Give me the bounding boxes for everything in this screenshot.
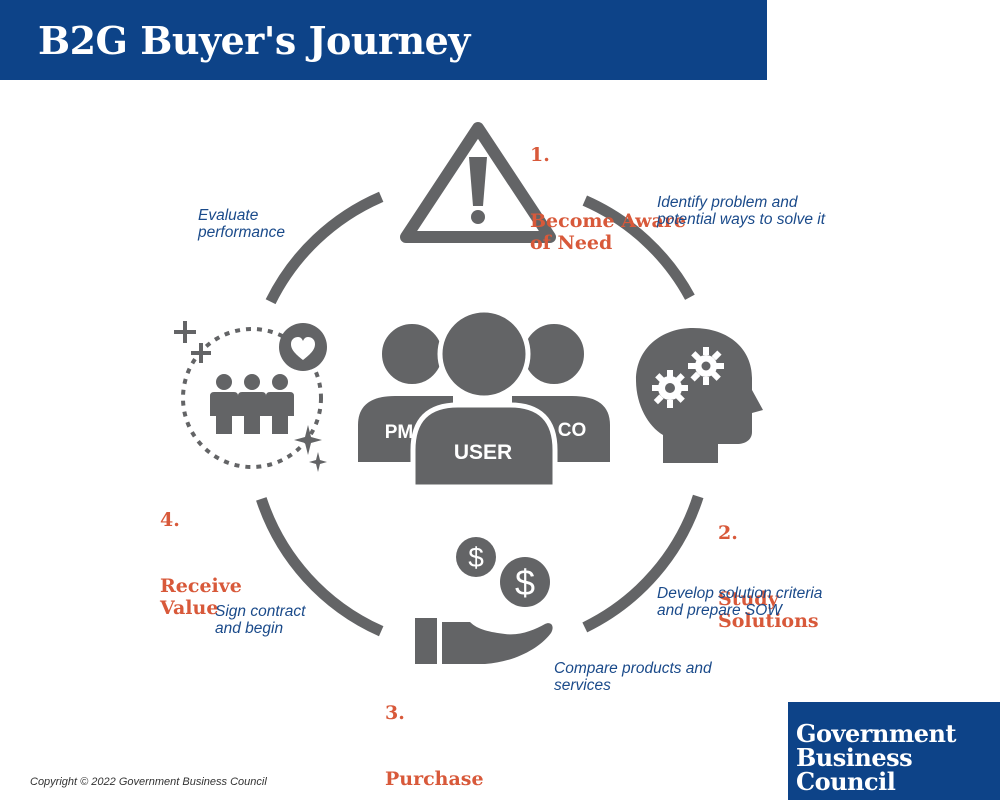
step-1-title: 1. Become Aware of Need [530,100,686,276]
ring-arc-top-left [265,191,384,305]
step-4-name: Receive Value [160,575,242,619]
sparkle-icon [309,452,327,472]
hand-money-icon: $ $ [415,537,553,664]
team-value-icon [174,321,327,472]
role-label-user: USER [454,441,512,464]
role-label-co: CO [558,420,587,441]
step-4-number: 4. [160,509,180,531]
copyright-text: Copyright © 2022 Government Business Cou… [30,776,267,788]
step-2-name: Study Solutions [718,588,819,632]
plus-icon [174,321,211,363]
sparkle-icon [294,425,322,455]
role-label-pm: PM [385,422,414,443]
desc-evaluate-performance: Evaluate performance [198,207,286,241]
cycle-ring [256,191,704,637]
step-2-title: 2. Study Solutions [718,478,819,654]
page-title: B2G Buyer's Journey [38,18,470,63]
desc-develop-criteria: Develop solution criteria and prepare SO… [657,585,823,619]
gear-icon [688,347,724,385]
people-group-icon [210,374,294,434]
ring-arc-bottom-left [256,497,384,637]
hand [442,622,553,664]
step-3-title: 3. Purchase [385,658,484,812]
dollar-sign: $ [468,542,484,573]
step-3-number: 3. [385,702,405,724]
step-4-title: 4. Receive Value [160,465,242,641]
desc-sign-contract: Sign contract and begin [215,603,306,637]
header-bar: B2G Buyer's Journey [0,0,767,80]
brand-logo: Government Business Council [788,702,1000,800]
step-1-name: Become Aware of Need [530,210,686,254]
ring-arc-top-right [582,195,695,300]
coin-icon [456,537,496,577]
ring-arc-bottom-right [582,494,704,633]
center-users-icon: PM USER CO [358,307,610,490]
cuff [415,618,437,664]
coin-icon [500,557,550,607]
step-1-number: 1. [530,144,550,166]
step-3-name: Purchase [385,768,484,790]
warning-icon [400,122,556,243]
desc-identify-problem: Identify problem and potential ways to s… [657,194,826,228]
heart-icon [291,337,315,360]
step-2-number: 2. [718,522,738,544]
desc-compare-products: Compare products and services [554,660,712,694]
dollar-sign: $ [515,562,535,603]
brand-name: Government Business Council [796,719,957,796]
head-gears-icon [636,328,763,463]
